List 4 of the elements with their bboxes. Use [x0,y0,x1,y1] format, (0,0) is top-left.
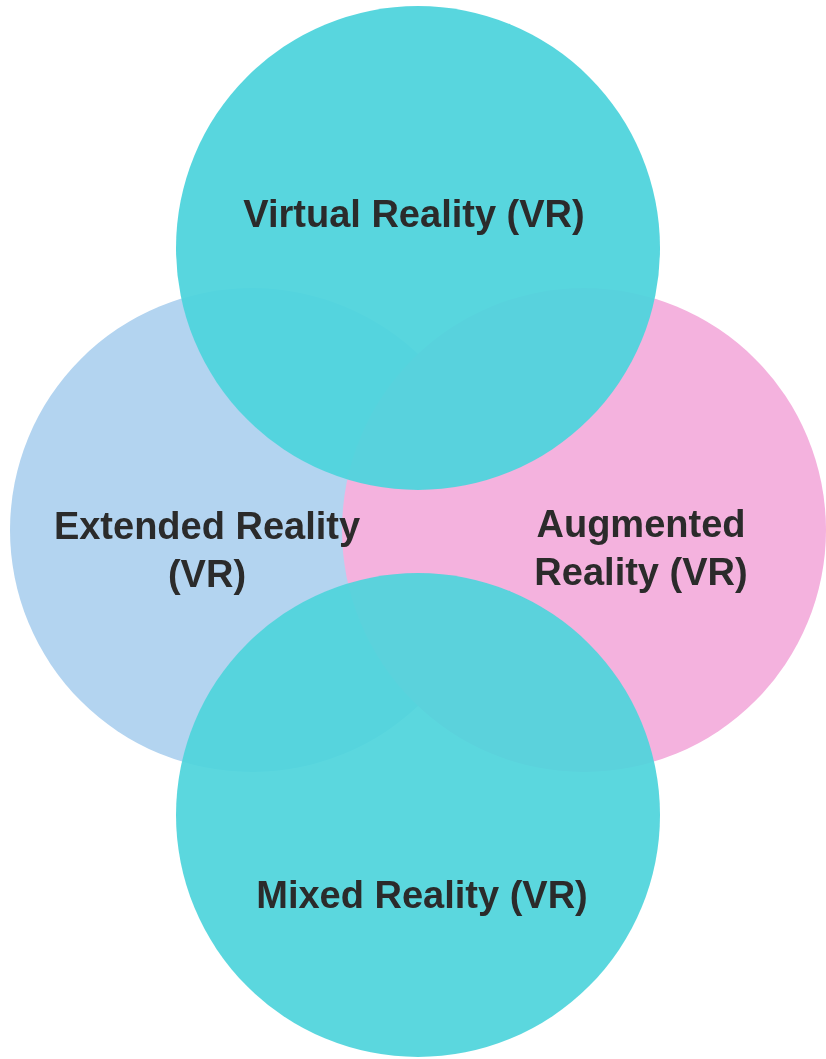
circle-label: Extended Reality (VR) [52,504,362,597]
circle-label: Augmented Reality (VR) [533,502,749,595]
circle-label: Mixed Reality (VR) [255,873,589,918]
circle-label: Virtual Reality (VR) [242,192,586,237]
